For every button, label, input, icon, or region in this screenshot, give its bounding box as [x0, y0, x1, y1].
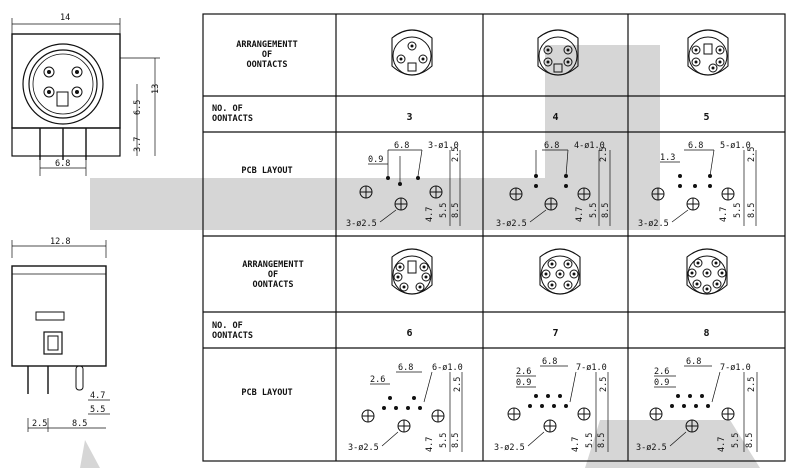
svg-text:4.7: 4.7 [717, 437, 727, 452]
svg-text:5.5: 5.5 [589, 203, 599, 218]
contact-count-5: 5 [703, 112, 710, 123]
svg-text:8.5: 8.5 [747, 203, 757, 218]
pcb-layout-3: 6.8 0.9 3-ø1.0 3-ø2.5 2.5 4.7 5.5 8.5 [340, 136, 480, 232]
svg-text:6.8: 6.8 [544, 141, 559, 151]
side-view-drawing: 12.8 4.7 5.5 2.5 8.5 [0, 232, 170, 468]
svg-text:2.6: 2.6 [370, 375, 385, 385]
svg-text:5.5: 5.5 [585, 433, 595, 448]
row-label-pcb-bottom: PCB LAYOUT [241, 388, 293, 398]
svg-text:8.5: 8.5 [451, 433, 461, 448]
pcb-layout-5: 6.8 1.3 5-ø1.0 3-ø2.5 2.5 4.7 5.5 8.5 [632, 136, 782, 232]
svg-text:6.8: 6.8 [398, 363, 413, 373]
connector-arrangement-7 [539, 248, 581, 295]
svg-text:8.5: 8.5 [745, 433, 755, 448]
svg-text:5-ø1.0: 5-ø1.0 [720, 141, 751, 151]
front-mid-dim: 6.5 [133, 100, 143, 115]
svg-text:2.5: 2.5 [453, 377, 463, 392]
connector-arrangement-4 [537, 29, 579, 76]
svg-text:7-ø1.0: 7-ø1.0 [576, 363, 607, 373]
svg-text:2.5: 2.5 [599, 147, 609, 162]
connector-arrangement-6 [391, 248, 433, 295]
svg-text:4.7: 4.7 [425, 437, 435, 452]
svg-text:8.5: 8.5 [451, 203, 461, 218]
side-pin-a-dim: 4.7 [90, 391, 105, 401]
svg-text:2.6: 2.6 [516, 367, 531, 377]
svg-text:0.9: 0.9 [368, 155, 383, 165]
row-label-number-bottom: NO. OF OONTACTS [212, 321, 253, 341]
svg-text:6.8: 6.8 [542, 357, 557, 367]
row-label-arrangement-bottom: ARRANGEMENTT OF OONTACTS [242, 260, 304, 290]
contact-count-6: 6 [406, 328, 413, 339]
pcb-layout-7: 6.8 2.6 0.9 7-ø1.0 3-ø2.5 2.5 4.7 5.5 8.… [486, 352, 626, 458]
svg-text:4.7: 4.7 [719, 207, 729, 222]
side-width-dim: 12.8 [50, 237, 70, 247]
svg-text:3-ø2.5: 3-ø2.5 [638, 219, 669, 229]
contact-count-4: 4 [552, 112, 559, 123]
contact-count-7: 7 [552, 328, 559, 339]
svg-text:2.5: 2.5 [451, 147, 461, 162]
svg-text:6-ø1.0: 6-ø1.0 [432, 363, 463, 373]
row-label-pcb-top: PCB LAYOUT [241, 166, 293, 176]
svg-text:2.5: 2.5 [747, 147, 757, 162]
svg-text:0.9: 0.9 [654, 378, 669, 388]
front-pin-span-dim: 6.8 [55, 159, 70, 169]
svg-text:3-ø2.5: 3-ø2.5 [346, 219, 377, 229]
svg-text:4.7: 4.7 [425, 207, 435, 222]
front-pin-len-dim: 3.7 [133, 137, 143, 152]
side-pin-c-dim: 2.5 [32, 419, 47, 429]
svg-text:2.5: 2.5 [747, 377, 757, 392]
svg-text:4-ø1.0: 4-ø1.0 [574, 141, 605, 151]
svg-text:3-ø2.5: 3-ø2.5 [636, 443, 667, 453]
front-view-drawing: 14 13 6.5 3.7 6.8 [0, 0, 170, 240]
svg-text:8.5: 8.5 [601, 203, 611, 218]
svg-text:5.5: 5.5 [439, 433, 449, 448]
svg-text:7-ø1.0: 7-ø1.0 [720, 363, 751, 373]
svg-text:6.8: 6.8 [686, 357, 701, 367]
row-label-arrangement-top: ARRANGEMENTT OF OONTACTS [236, 40, 298, 70]
svg-text:4.7: 4.7 [571, 437, 581, 452]
svg-text:5.5: 5.5 [731, 433, 741, 448]
pcb-layout-6: 6.8 2.6 6-ø1.0 3-ø2.5 2.5 4.7 5.5 8.5 [340, 352, 480, 458]
contact-count-8: 8 [703, 328, 710, 339]
svg-text:1.3: 1.3 [660, 153, 675, 163]
svg-text:0.9: 0.9 [516, 378, 531, 388]
svg-text:5.5: 5.5 [733, 203, 743, 218]
side-pin-d-dim: 8.5 [72, 419, 87, 429]
svg-text:6.8: 6.8 [688, 141, 703, 151]
svg-text:8.5: 8.5 [597, 433, 607, 448]
svg-text:3-ø2.5: 3-ø2.5 [496, 219, 527, 229]
front-height-dim: 13 [151, 84, 161, 94]
row-label-number-top: NO. OF OONTACTS [212, 104, 253, 124]
pcb-layout-4: 6.8 4-ø1.0 3-ø2.5 2.5 4.7 5.5 8.5 [486, 136, 626, 232]
contact-count-3: 3 [406, 112, 413, 123]
connector-arrangement-3 [391, 29, 433, 76]
connector-arrangement-8 [686, 248, 728, 295]
svg-text:2.5: 2.5 [599, 377, 609, 392]
connector-arrangement-5 [687, 29, 729, 76]
front-width-dim: 14 [60, 13, 70, 23]
svg-text:5.5: 5.5 [439, 203, 449, 218]
svg-text:3-ø1.0: 3-ø1.0 [428, 141, 459, 151]
pcb-layout-8: 6.8 2.6 0.9 7-ø1.0 3-ø2.5 2.5 4.7 5.5 8.… [632, 352, 782, 458]
svg-text:3-ø2.5: 3-ø2.5 [494, 443, 525, 453]
side-pin-b-dim: 5.5 [90, 405, 105, 415]
svg-text:6.8: 6.8 [394, 141, 409, 151]
svg-text:2.6: 2.6 [654, 367, 669, 377]
svg-text:3-ø2.5: 3-ø2.5 [348, 443, 379, 453]
svg-text:4.7: 4.7 [575, 207, 585, 222]
